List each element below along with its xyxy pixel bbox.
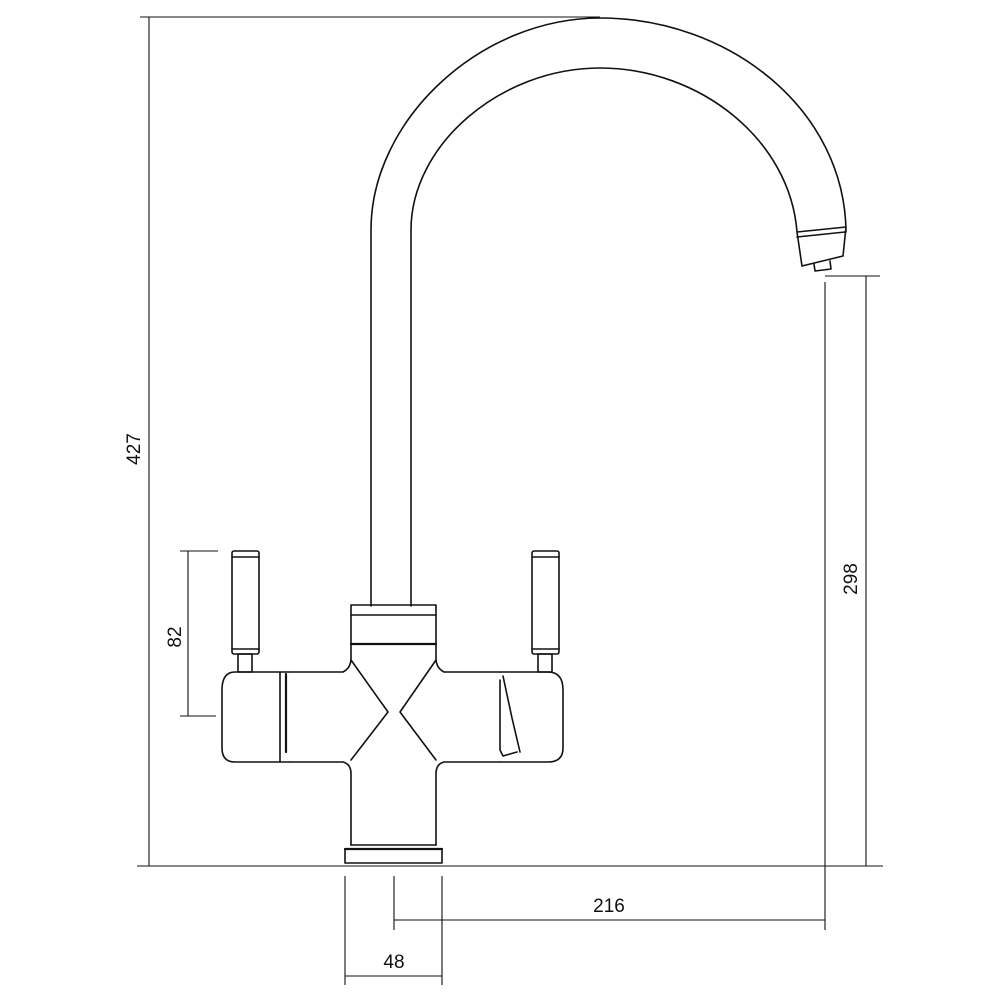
spout-reach-label: 216: [593, 896, 625, 917]
right-handle: [499, 550, 564, 763]
collar: [349, 604, 438, 646]
spout-aerator: [796, 226, 847, 267]
total-height-label: 427: [124, 433, 145, 465]
left-lever: [231, 550, 260, 655]
faucet-body: [289, 643, 501, 846]
dimension-base-diameter: 48: [344, 876, 443, 985]
collar-body: [350, 604, 437, 645]
dimension-spout-reach: 216: [393, 282, 826, 930]
faucet: [221, 17, 847, 864]
left-valve-body: [221, 671, 291, 763]
dimensions: 427 298 82 216 48: [124, 16, 883, 985]
right-stem: [537, 653, 553, 673]
left-handle: [221, 550, 291, 763]
spout-height-label: 298: [841, 563, 862, 595]
spout: [370, 17, 847, 607]
body-left-notch: [350, 659, 389, 761]
dimension-total-height: 427: [124, 16, 600, 866]
dimension-handle-height: 82: [165, 550, 218, 717]
right-valve-body: [499, 671, 564, 763]
base-plate: [344, 848, 443, 864]
right-valve-lever-face: [499, 679, 518, 757]
base: [343, 844, 444, 864]
spout-outer-edge: [370, 17, 847, 607]
base-diameter-label: 48: [383, 952, 404, 973]
aerator-ring: [796, 231, 846, 238]
aerator-nozzle: [813, 260, 832, 272]
handle-height-label: 82: [165, 626, 186, 647]
right-valve-sweep: [502, 675, 521, 753]
dimension-spout-height: 298: [825, 275, 880, 866]
right-lever: [531, 550, 560, 655]
body-right-notch: [399, 659, 437, 761]
left-stem: [237, 653, 253, 673]
spout-inner-edge: [410, 67, 798, 607]
